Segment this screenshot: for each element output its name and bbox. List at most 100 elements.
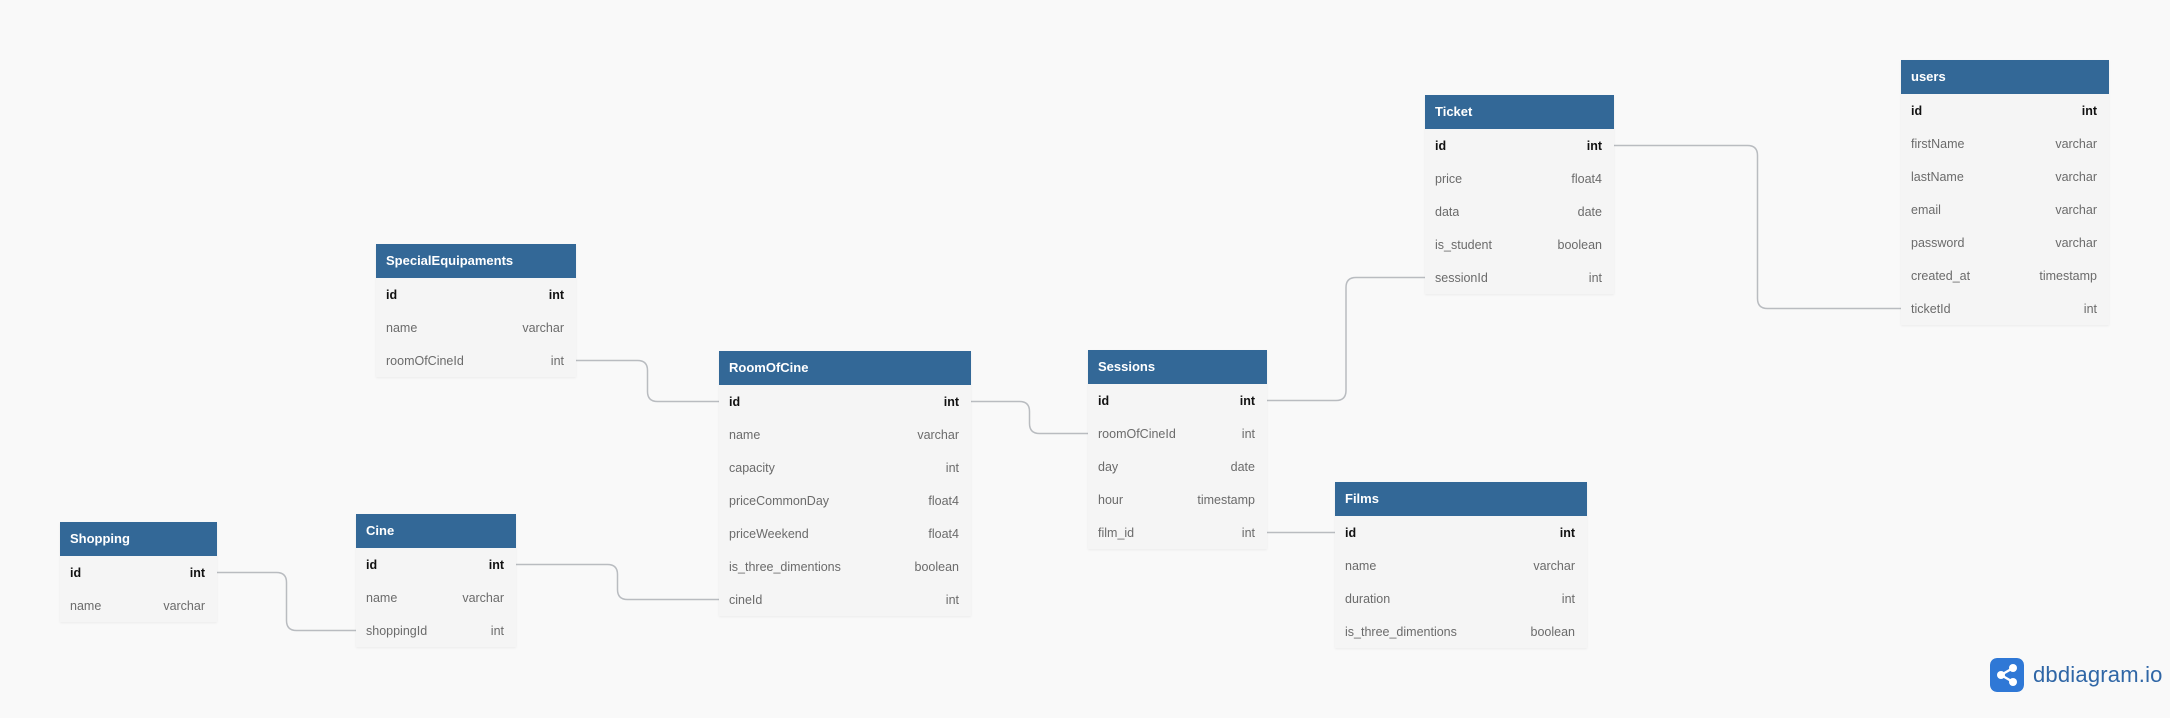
- relation-line-cine-roomofcine[interactable]: [516, 563, 719, 601]
- table-row[interactable]: shoppingId int: [356, 614, 516, 647]
- column-type: boolean: [914, 559, 960, 574]
- column-name: password: [1911, 235, 1965, 250]
- column-type: int: [1559, 525, 1575, 540]
- column-name: is_three_dimentions: [1345, 624, 1457, 639]
- table-header[interactable]: SpecialEquipaments: [376, 244, 576, 278]
- column-type: varchar: [462, 590, 504, 605]
- table-row[interactable]: priceCommonDay float4: [719, 484, 971, 517]
- column-type: int: [550, 353, 564, 368]
- column-name: id: [1435, 138, 1447, 153]
- column-type: float4: [1571, 171, 1602, 186]
- column-type: int: [548, 287, 564, 302]
- relation-line-roomofcine-sessions[interactable]: [971, 400, 1088, 435]
- table-header[interactable]: Cine: [356, 514, 516, 548]
- column-name: email: [1911, 202, 1941, 217]
- table-header[interactable]: Shopping: [60, 522, 217, 556]
- column-name: id: [366, 557, 378, 572]
- column-name: data: [1435, 204, 1460, 219]
- column-name: lastName: [1911, 169, 1964, 184]
- column-type: int: [945, 460, 959, 475]
- share-icon: [1990, 658, 2024, 692]
- relation-line-shopping-cine[interactable]: [217, 571, 356, 632]
- relation-line-specialequipaments-roomofcine[interactable]: [576, 359, 719, 403]
- column-type: int: [1239, 393, 1255, 408]
- column-type: int: [1588, 270, 1602, 285]
- table-row[interactable]: roomOfCineId int: [376, 344, 576, 377]
- column-name: shoppingId: [366, 623, 428, 638]
- table-header[interactable]: Ticket: [1425, 95, 1614, 129]
- column-type: varchar: [163, 598, 205, 613]
- table-row[interactable]: created_at timestamp: [1901, 259, 2109, 292]
- column-type: varchar: [522, 320, 564, 335]
- column-name: name: [70, 598, 102, 613]
- column-name: priceCommonDay: [729, 493, 830, 508]
- column-type: varchar: [2055, 202, 2097, 217]
- table-header[interactable]: RoomOfCine: [719, 351, 971, 385]
- table-row[interactable]: data date: [1425, 195, 1614, 228]
- column-type: timestamp: [2039, 268, 2097, 283]
- column-name: created_at: [1911, 268, 1971, 283]
- table-row[interactable]: email varchar: [1901, 193, 2109, 226]
- column-type: int: [488, 557, 504, 572]
- column-name: id: [1345, 525, 1357, 540]
- relation-line-sessions-ticket[interactable]: [1267, 276, 1425, 402]
- column-name: roomOfCineId: [386, 353, 464, 368]
- table-row[interactable]: id int: [1335, 516, 1587, 549]
- column-type: timestamp: [1197, 492, 1255, 507]
- column-type: date: [1577, 204, 1602, 219]
- column-name: day: [1098, 459, 1119, 474]
- column-type: varchar: [917, 427, 959, 442]
- column-type: float4: [928, 493, 959, 508]
- column-name: name: [1345, 558, 1377, 573]
- table-row[interactable]: name varchar: [1335, 549, 1587, 582]
- column-type: varchar: [1533, 558, 1575, 573]
- column-type: int: [490, 623, 504, 638]
- table-row[interactable]: id int: [356, 548, 516, 581]
- dbdiagram-brand[interactable]: dbdiagram.io: [1990, 658, 2163, 692]
- relation-line-ticket-users[interactable]: [1614, 144, 1901, 310]
- table-row[interactable]: name varchar: [60, 589, 217, 622]
- column-type: int: [943, 394, 959, 409]
- column-name: ticketId: [1911, 301, 1951, 316]
- table-header[interactable]: Sessions: [1088, 350, 1267, 384]
- table-header[interactable]: users: [1901, 60, 2109, 94]
- column-type: int: [945, 592, 959, 607]
- column-type: int: [1241, 525, 1255, 540]
- table-header[interactable]: Films: [1335, 482, 1587, 516]
